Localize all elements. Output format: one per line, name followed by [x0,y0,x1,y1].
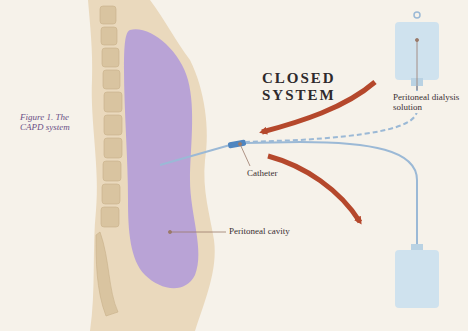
system-heading: CLOSED SYSTEM [262,70,392,105]
catheter-connector [228,139,247,148]
body-silhouette [88,0,215,331]
peritoneal-cavity [124,29,198,288]
catheter-tube [160,145,230,165]
outflow-arrow [268,156,360,222]
part-label: Peritoneal cavity [228,226,291,236]
part-label: Peritoneal dialysis solution [392,92,464,113]
spine [96,6,122,316]
drain-bag [395,244,439,308]
part-label: Catheter [246,168,279,178]
figure-caption: Figure 1. The CAPD system [20,112,90,133]
leader-lines [168,38,418,233]
